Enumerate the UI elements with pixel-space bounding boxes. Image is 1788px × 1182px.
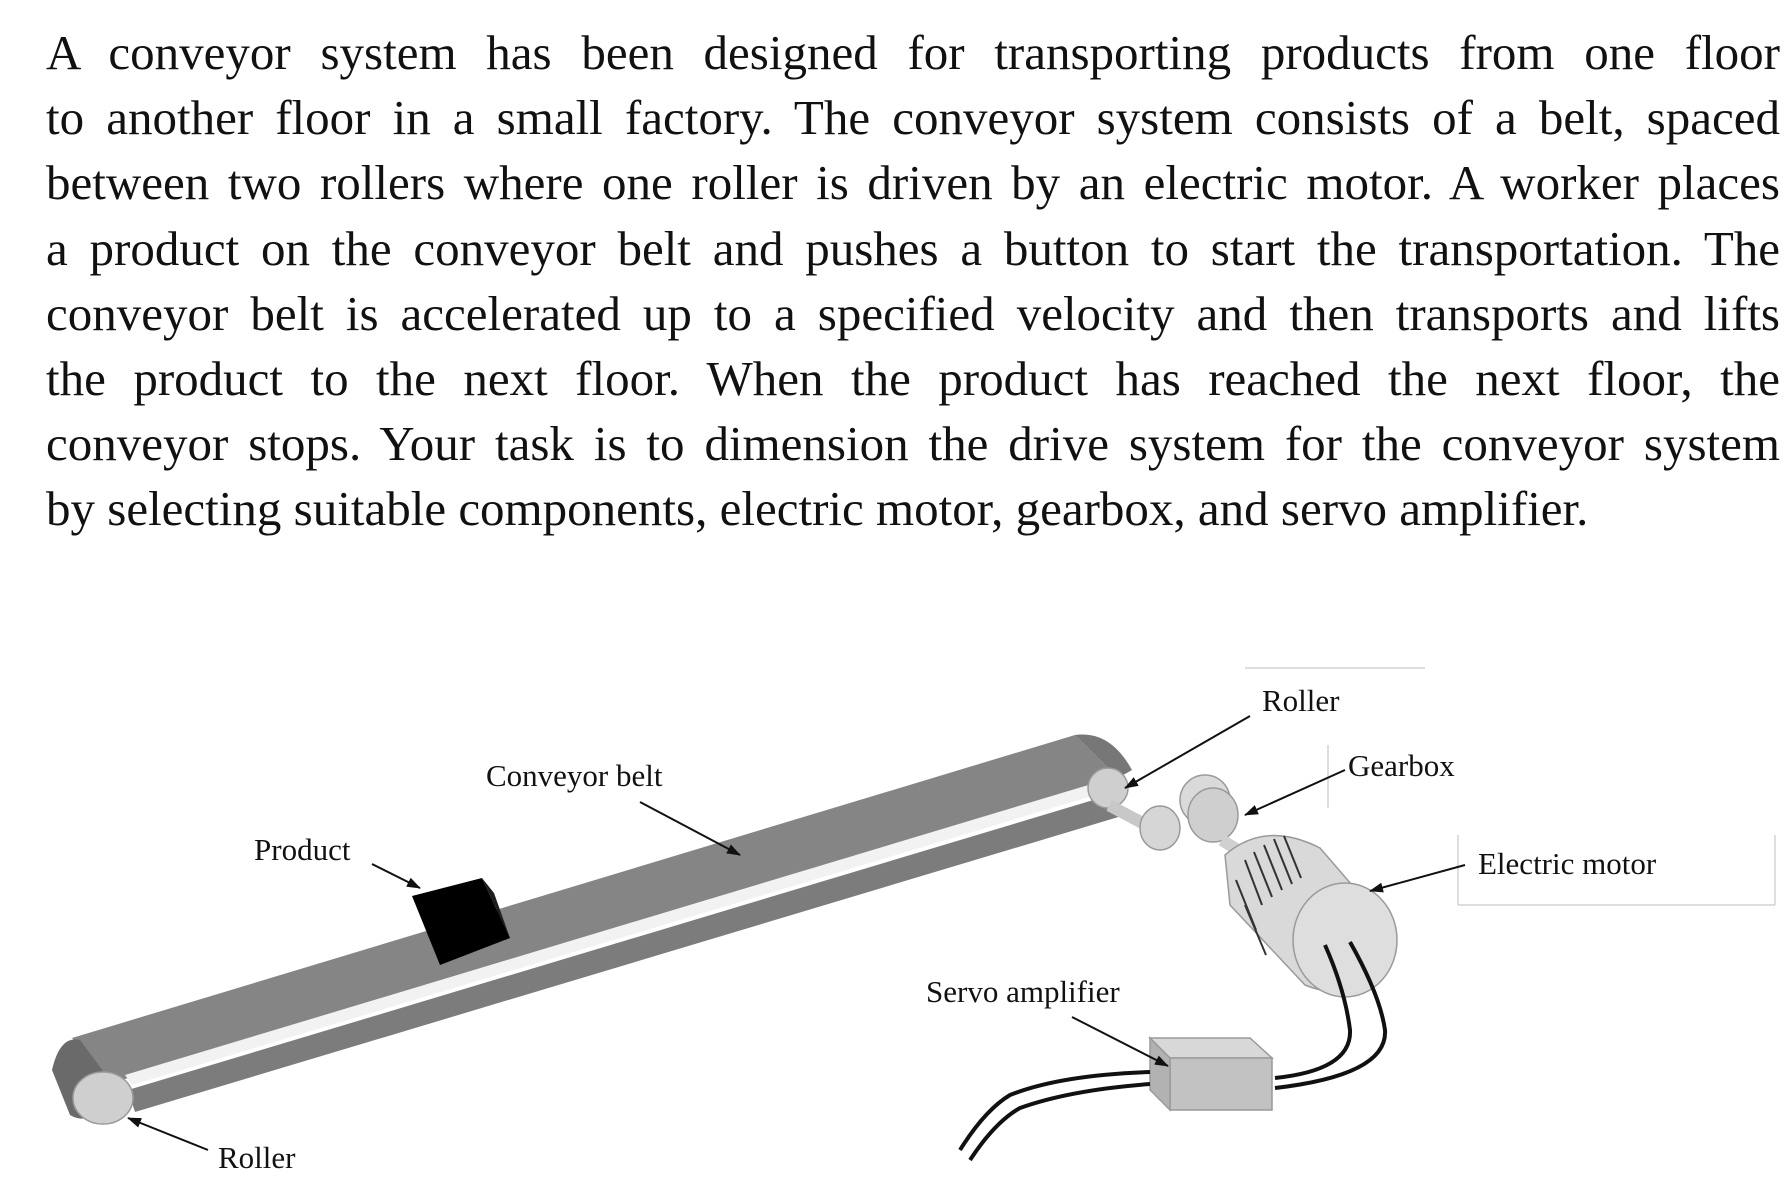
arrow-roller-bottom — [127, 1117, 209, 1151]
belt-groove — [125, 780, 1112, 1085]
conveyor-belt — [72, 734, 1132, 1112]
problem-statement: A conveyor system has been designed for … — [46, 20, 1780, 542]
leader-lines — [127, 715, 1466, 1151]
label-roller-top: Roller — [1262, 683, 1340, 718]
motor-cable — [1274, 941, 1388, 1090]
label-electric-motor: Electric motor — [1478, 846, 1657, 881]
arrow-conveyor-belt — [639, 801, 741, 856]
amplifier-cable — [968, 1082, 1151, 1162]
roller-bottom — [52, 1039, 134, 1125]
arrow-roller-top — [1124, 715, 1251, 789]
motor-cable — [1274, 944, 1353, 1080]
roller-top — [1087, 767, 1181, 851]
label-gearbox: Gearbox — [1348, 748, 1455, 783]
amplifier-cable — [958, 1070, 1151, 1152]
servo-amplifier — [958, 1036, 1274, 1162]
electric-motor — [1224, 834, 1398, 1090]
arrow-servo-amplifier — [1071, 1016, 1169, 1067]
product-box — [412, 878, 510, 965]
problem-line: conveyor stops. Your task is to dimensio… — [46, 416, 1780, 472]
problem-line: the product to the next floor. When the … — [46, 350, 1780, 406]
arrow-electric-motor — [1369, 864, 1466, 893]
problem-line: by selecting suitable components, electr… — [46, 481, 1589, 537]
belt-top-surface — [72, 735, 1118, 1083]
belt-lower-surface — [128, 795, 1125, 1112]
label-servo-amplifier: Servo amplifier — [926, 974, 1120, 1009]
arrow-product — [371, 863, 421, 889]
problem-line: to another floor in a small factory. The… — [46, 90, 1780, 146]
problem-line: A conveyor system has been designed for … — [46, 25, 1780, 80]
problem-line: a product on the conveyor belt and pushe… — [46, 220, 1780, 276]
belt-upper-end — [1075, 734, 1132, 778]
arrow-gearbox — [1244, 769, 1346, 816]
label-product: Product — [254, 832, 351, 867]
label-conveyor-belt: Conveyor belt — [486, 758, 663, 793]
label-roller-bottom: Roller — [218, 1140, 296, 1175]
problem-line: conveyor belt is accelerated up to a spe… — [46, 285, 1780, 341]
motor-cooling-fins — [1235, 835, 1302, 956]
label-frame-lines — [1245, 667, 1776, 906]
problem-line: between two rollers where one roller is … — [46, 155, 1780, 211]
